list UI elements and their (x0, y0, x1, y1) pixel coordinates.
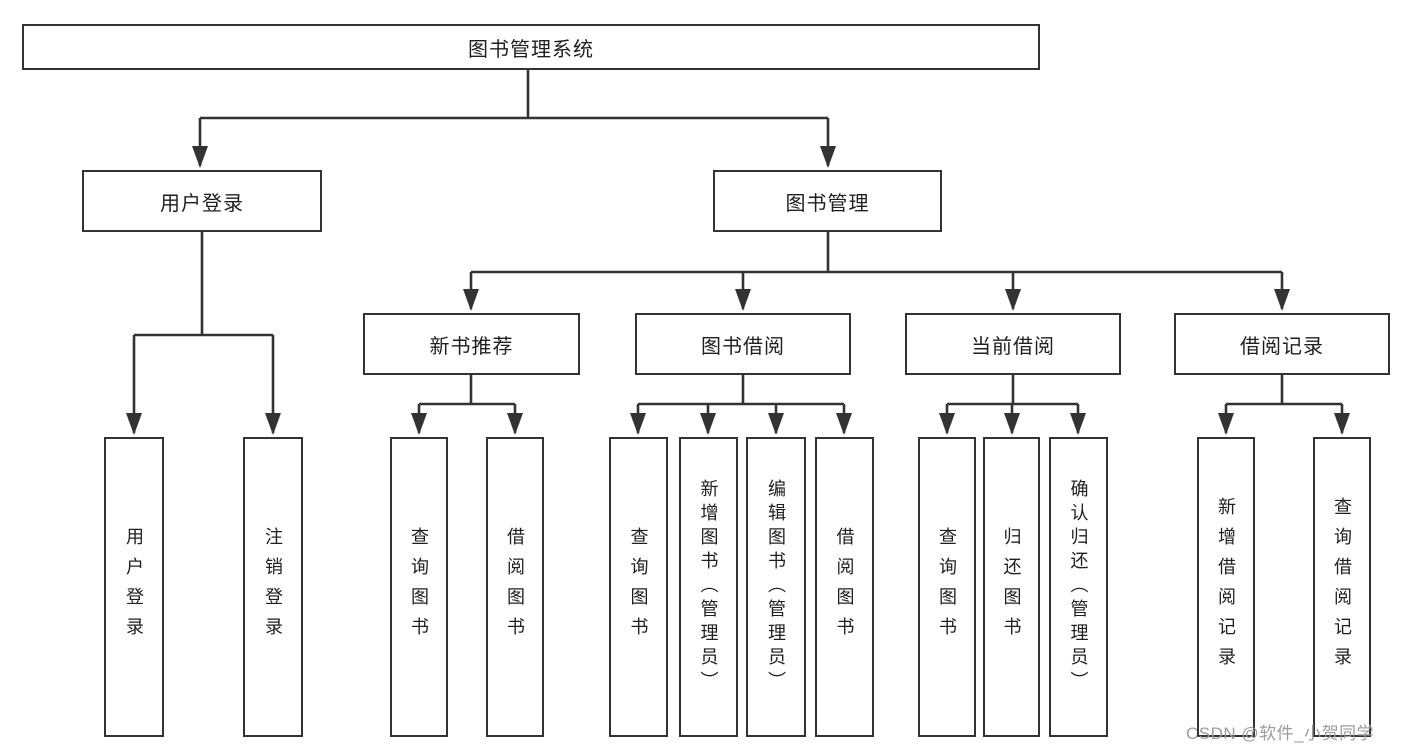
leaf-borrow-books: 借阅图书 (815, 437, 874, 737)
node-borrow-records: 借阅记录 (1174, 313, 1390, 375)
node-book-borrow: 图书借阅 (635, 313, 851, 375)
leaf-edit-books-admin: 编辑图书（管理员） (746, 437, 806, 737)
node-current-borrow: 当前借阅 (905, 313, 1121, 375)
node-library-management-system: 图书管理系统 (22, 24, 1040, 70)
leaf-user-login: 用户登录 (104, 437, 164, 737)
leaf-logout: 注销登录 (243, 437, 303, 737)
leaf-return-books: 归还图书 (983, 437, 1040, 737)
leaf-borrow-books-recommend: 借阅图书 (486, 437, 544, 737)
leaf-add-books-admin: 新增图书（管理员） (679, 437, 738, 737)
leaf-query-books-current: 查询图书 (918, 437, 976, 737)
leaf-query-borrow-record: 查询借阅记录 (1313, 437, 1371, 737)
leaf-add-borrow-record: 新增借阅记录 (1197, 437, 1255, 737)
node-book-management: 图书管理 (713, 170, 942, 232)
leaf-query-books-borrow: 查询图书 (609, 437, 668, 737)
leaf-confirm-return-admin: 确认归还（管理员） (1049, 437, 1108, 737)
node-new-book-recommend: 新书推荐 (363, 313, 580, 375)
leaf-query-books-recommend: 查询图书 (390, 437, 448, 737)
csdn-watermark: CSDN @软件_小贺同学 (1186, 724, 1375, 743)
node-user-login: 用户登录 (82, 170, 322, 232)
